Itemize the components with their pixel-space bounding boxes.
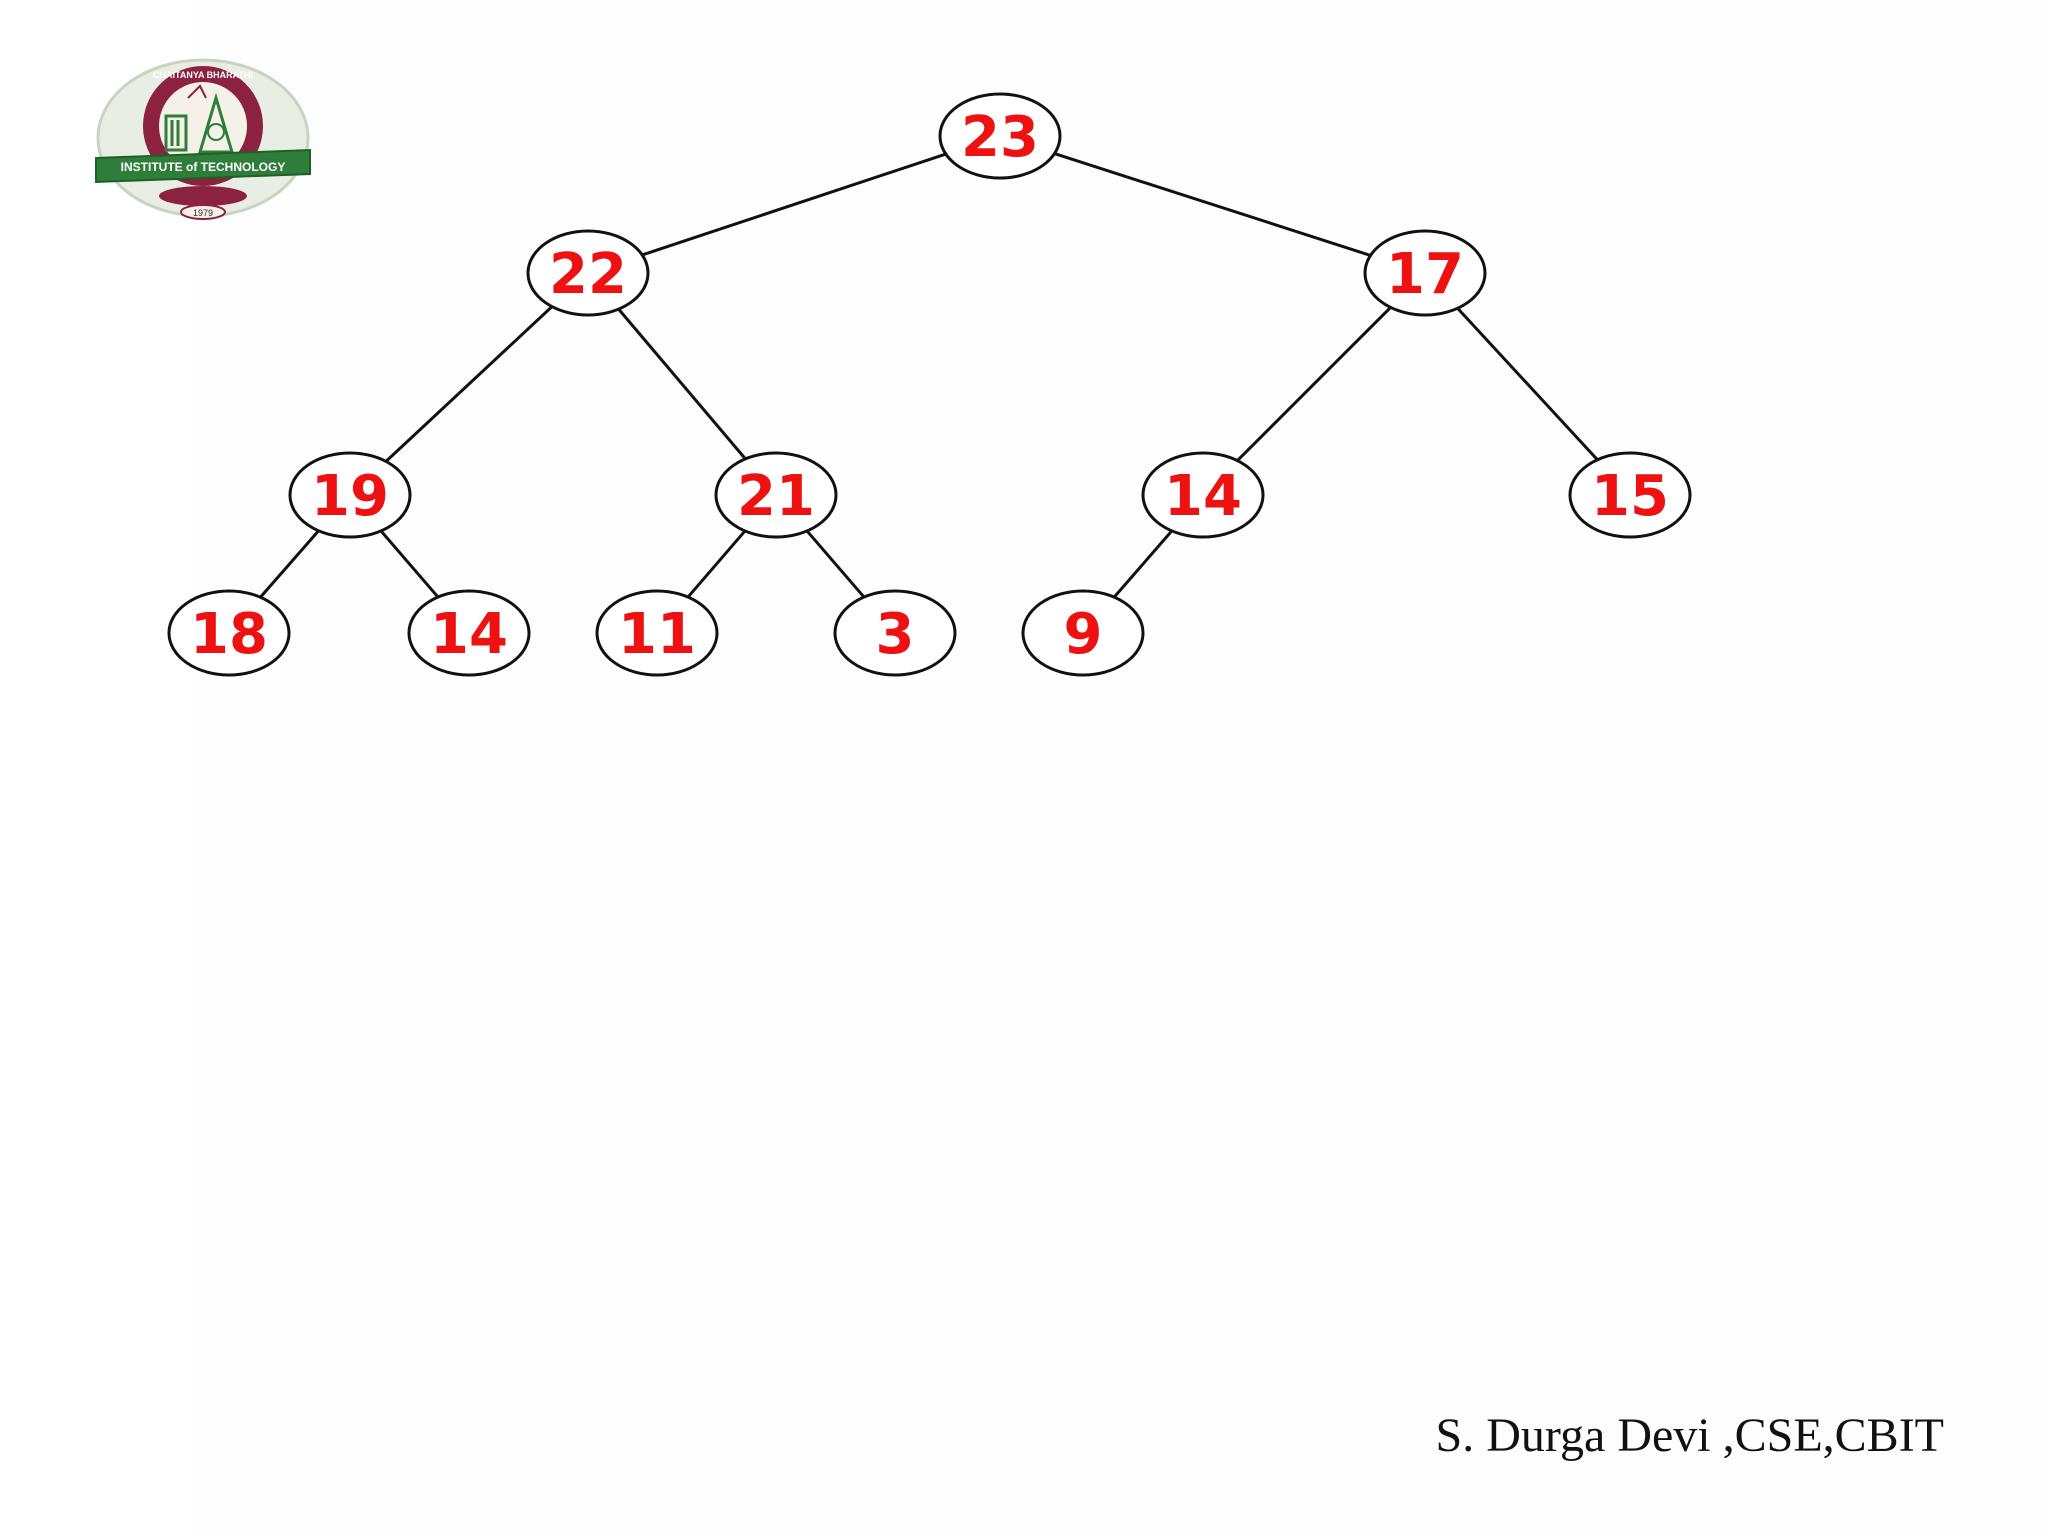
tree-edge-n1-n3 (384, 305, 554, 463)
logo-year: 1979 (193, 208, 213, 218)
heap-node-value: 11 (618, 602, 696, 667)
heap-node-circle (595, 589, 719, 677)
heap-node-circle (1568, 451, 1692, 539)
heap-node-circle (714, 451, 838, 539)
tree-edge-n2-n6 (1456, 307, 1599, 461)
heap-node-circle (1363, 229, 1487, 317)
heap-node-n3: 19 (288, 451, 412, 539)
tree-nodes: 23 22 17 19 21 14 15 18 14 11 3 9 (167, 92, 1692, 677)
slide-background-panel (195, 0, 2048, 1536)
heap-node-n5: 14 (1141, 451, 1265, 539)
heap-node-n10: 3 (833, 589, 957, 677)
heap-node-value: 14 (430, 602, 508, 667)
max-heap-tree: 23 22 17 19 21 14 15 18 14 11 3 9 (167, 92, 1692, 677)
author-footer: S. Durga Devi ,CSE,CBIT (1435, 1409, 1944, 1462)
heap-node-value: 19 (311, 464, 389, 529)
heap-node-n7: 18 (167, 589, 291, 677)
heap-node-circle (938, 92, 1062, 180)
heap-node-value: 9 (1064, 602, 1103, 667)
heap-node-circle (1141, 451, 1265, 539)
heap-node-value: 21 (737, 464, 815, 529)
heap-node-value: 17 (1386, 242, 1464, 307)
heap-node-value: 3 (876, 602, 915, 667)
tree-edge-n2-n5 (1236, 306, 1392, 462)
heap-node-n4: 21 (714, 451, 838, 539)
tree-edge-n0-n2 (1054, 152, 1371, 257)
heap-node-circle (526, 229, 650, 317)
tree-edge-n1-n4 (617, 308, 747, 460)
heap-node-circle (1021, 589, 1145, 677)
tree-edges (259, 152, 1599, 599)
heap-node-n9: 11 (595, 589, 719, 677)
heap-node-n8: 14 (407, 589, 531, 677)
tree-edge-n3-n7 (259, 529, 320, 599)
heap-node-n0: 23 (938, 92, 1062, 180)
heap-node-circle (833, 589, 957, 677)
tree-edge-n4-n9 (686, 529, 747, 599)
heap-node-circle (407, 589, 531, 677)
cbit-logo: INSTITUTE of TECHNOLOGY CHAITANYA BHARAT… (95, 58, 311, 220)
tree-edge-n5-n11 (1113, 529, 1173, 599)
heap-node-circle (167, 589, 291, 677)
heap-node-n11: 9 (1021, 589, 1145, 677)
heap-node-value: 18 (190, 602, 268, 667)
heap-node-n2: 17 (1363, 229, 1487, 317)
heap-node-value: 15 (1591, 464, 1669, 529)
heap-node-n6: 15 (1568, 451, 1692, 539)
heap-node-value: 14 (1164, 464, 1242, 529)
heap-node-value: 22 (549, 242, 627, 307)
heap-node-n1: 22 (526, 229, 650, 317)
tree-edge-n3-n8 (379, 529, 440, 599)
heap-node-value: 23 (961, 105, 1039, 170)
logo-arc-text: CHAITANYA BHARATHI (153, 70, 253, 80)
heap-node-circle (288, 451, 412, 539)
tree-edge-n4-n10 (805, 529, 866, 599)
logo-banner-text: INSTITUTE of TECHNOLOGY (121, 160, 286, 174)
tree-edge-n0-n1 (641, 152, 947, 257)
